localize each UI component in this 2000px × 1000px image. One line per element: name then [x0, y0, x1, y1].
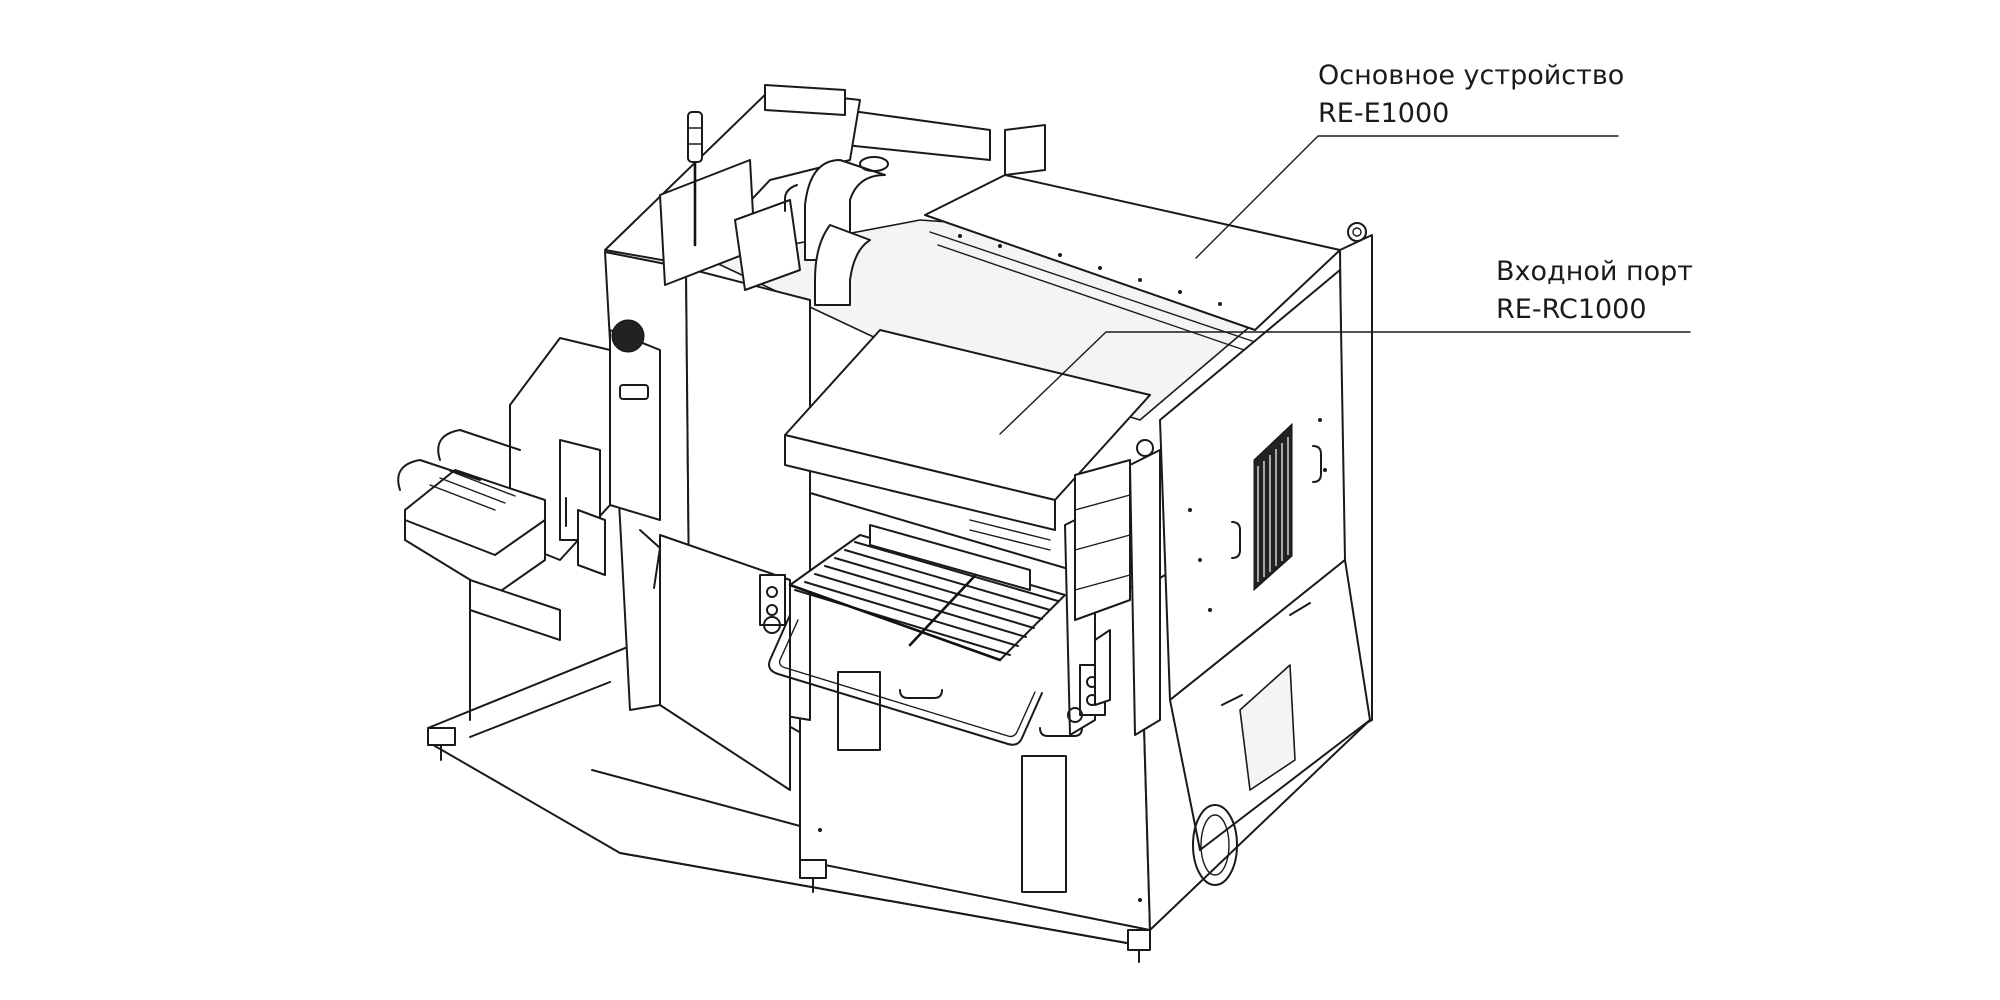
outfeed-conveyor	[404, 469, 546, 596]
tray-rollers	[794, 541, 1059, 656]
input-port-drawing	[759, 329, 1161, 746]
left-foot	[427, 727, 456, 746]
tray-handle	[768, 614, 1043, 746]
exhaust-duct	[804, 156, 889, 306]
outfeed-rollers	[429, 470, 516, 511]
rivets	[818, 234, 1327, 902]
speaker-grille	[611, 319, 645, 353]
front-window	[1021, 755, 1067, 893]
signal-tower	[687, 111, 703, 163]
main-unit-drawing	[397, 84, 1373, 963]
callout-main-unit: Основное устройство RE-E1000	[1195, 60, 1624, 259]
callout-main-unit-line1: Основное устройство	[1318, 60, 1624, 91]
callout-main-unit-leader	[1195, 135, 1619, 259]
callout-input-port-leader	[999, 331, 1691, 435]
diagonal-door	[659, 534, 791, 791]
callout-main-unit-line2: RE-E1000	[1318, 98, 1449, 129]
input-port-right-column	[1129, 449, 1161, 736]
callout-input-port-line1: Входной порт	[1496, 256, 1693, 287]
left-control-box	[609, 329, 661, 521]
callout-input-port-line2: RE-RC1000	[1496, 294, 1647, 325]
vent-grille	[1253, 422, 1293, 592]
callout-input-port: Входной порт RE-RC1000	[999, 256, 1693, 435]
